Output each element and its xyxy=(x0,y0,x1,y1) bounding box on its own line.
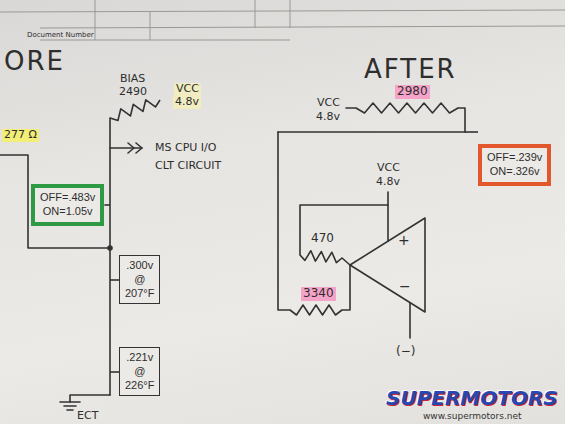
junction-dot xyxy=(108,246,112,250)
reading-text: OFF=.483v ON=1.05v xyxy=(40,191,95,219)
wire xyxy=(110,279,119,281)
wire xyxy=(70,395,110,402)
resistor-value: 3340 xyxy=(301,287,336,301)
form-field-label: Document Number xyxy=(25,31,96,39)
wire xyxy=(409,303,411,338)
ground-symbol xyxy=(60,401,80,403)
supply-name: VCC xyxy=(315,97,342,110)
reading-box: OFF=.483v ON=1.05v xyxy=(31,184,104,226)
resistor-value: 2490 xyxy=(117,86,149,99)
wire xyxy=(104,204,110,206)
resistor-symbol xyxy=(356,103,458,113)
reading-text: .300v @ 207°F xyxy=(125,259,154,300)
signal-arrow xyxy=(110,147,142,149)
ground-label: (−) xyxy=(394,345,417,359)
wire xyxy=(278,131,465,133)
wire xyxy=(300,205,388,255)
reading-box: .221v @ 226°F xyxy=(119,347,160,396)
sensor-name: ECT xyxy=(75,410,100,423)
resistor-symbol xyxy=(110,100,160,121)
ground-symbol xyxy=(64,405,76,407)
wire xyxy=(109,118,111,395)
arrow-head xyxy=(128,143,134,153)
wire xyxy=(110,371,119,373)
wire xyxy=(278,132,290,310)
form-grid xyxy=(0,0,565,40)
arrow-head xyxy=(136,143,142,153)
resistor-value: 277 Ω xyxy=(2,129,39,142)
reading-text: .221v @ 226°F xyxy=(125,351,154,392)
resistor-symbol xyxy=(300,251,342,263)
supply-voltage: 4.8v xyxy=(314,111,342,124)
op-amp-symbol xyxy=(350,218,425,312)
reading-box: OFF=.239v ON=.326v xyxy=(478,144,551,186)
resistor-symbol xyxy=(290,305,342,315)
wire xyxy=(346,107,356,109)
reading-box: .300v @ 207°F xyxy=(119,255,160,304)
ground-symbol xyxy=(67,409,73,411)
supply-voltage: 4.8v xyxy=(374,176,402,189)
section-heading: AFTER xyxy=(362,55,459,85)
resistor-value: 2980 xyxy=(395,85,430,99)
wire xyxy=(387,192,389,205)
watermark: www.supermotors.net xyxy=(421,411,524,421)
resistor-name: BIAS xyxy=(118,73,147,86)
signal-name: MS CPU I/O xyxy=(153,142,218,155)
supply-voltage: 4.8v xyxy=(173,96,201,109)
watermark: SUPERMOTORS xyxy=(384,387,560,410)
wire xyxy=(342,258,350,265)
supply-name: VCC xyxy=(375,162,402,175)
wire xyxy=(0,155,110,248)
wire xyxy=(465,131,478,133)
resistor-value: 470 xyxy=(309,232,336,246)
reading-text: OFF=.239v ON=.326v xyxy=(487,151,542,179)
pin-sign: − xyxy=(397,278,413,294)
signal-name: CLT CIRCUIT xyxy=(153,160,223,173)
wire xyxy=(458,108,465,132)
wire xyxy=(342,265,350,310)
supply-name: VCC xyxy=(174,83,201,96)
section-heading: ORE xyxy=(2,47,67,77)
pin-sign: + xyxy=(396,232,412,248)
